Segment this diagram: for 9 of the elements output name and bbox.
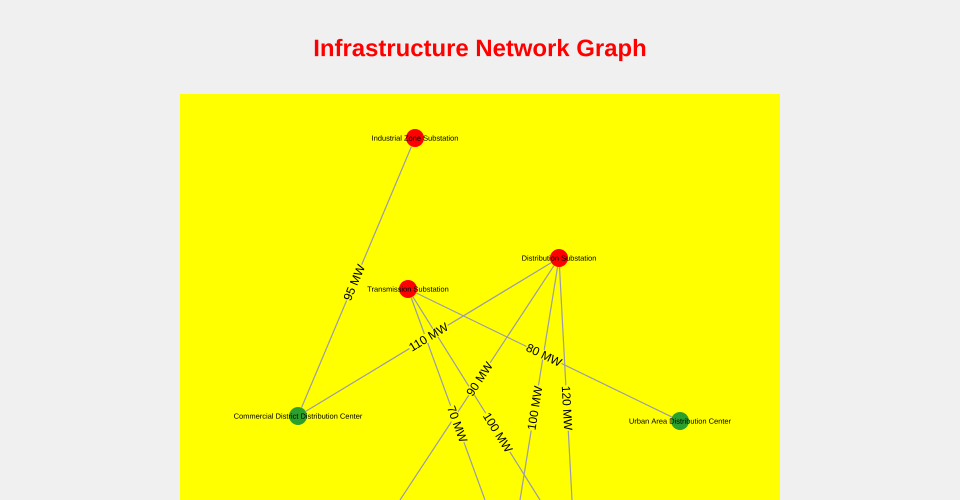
edge-label: 70 MW — [446, 404, 468, 444]
edge-label: 100 MW — [482, 410, 514, 454]
edge-label: 120 MW — [561, 385, 573, 431]
title: Infrastructure Network Graph — [314, 38, 646, 62]
edge-label: 90 MW — [464, 360, 494, 398]
edge-label: 100 MW — [526, 384, 544, 432]
edge-label: 110 MW — [406, 321, 450, 353]
edge-label: 80 MW — [524, 342, 564, 368]
edge-label: 95 MW — [342, 262, 366, 302]
